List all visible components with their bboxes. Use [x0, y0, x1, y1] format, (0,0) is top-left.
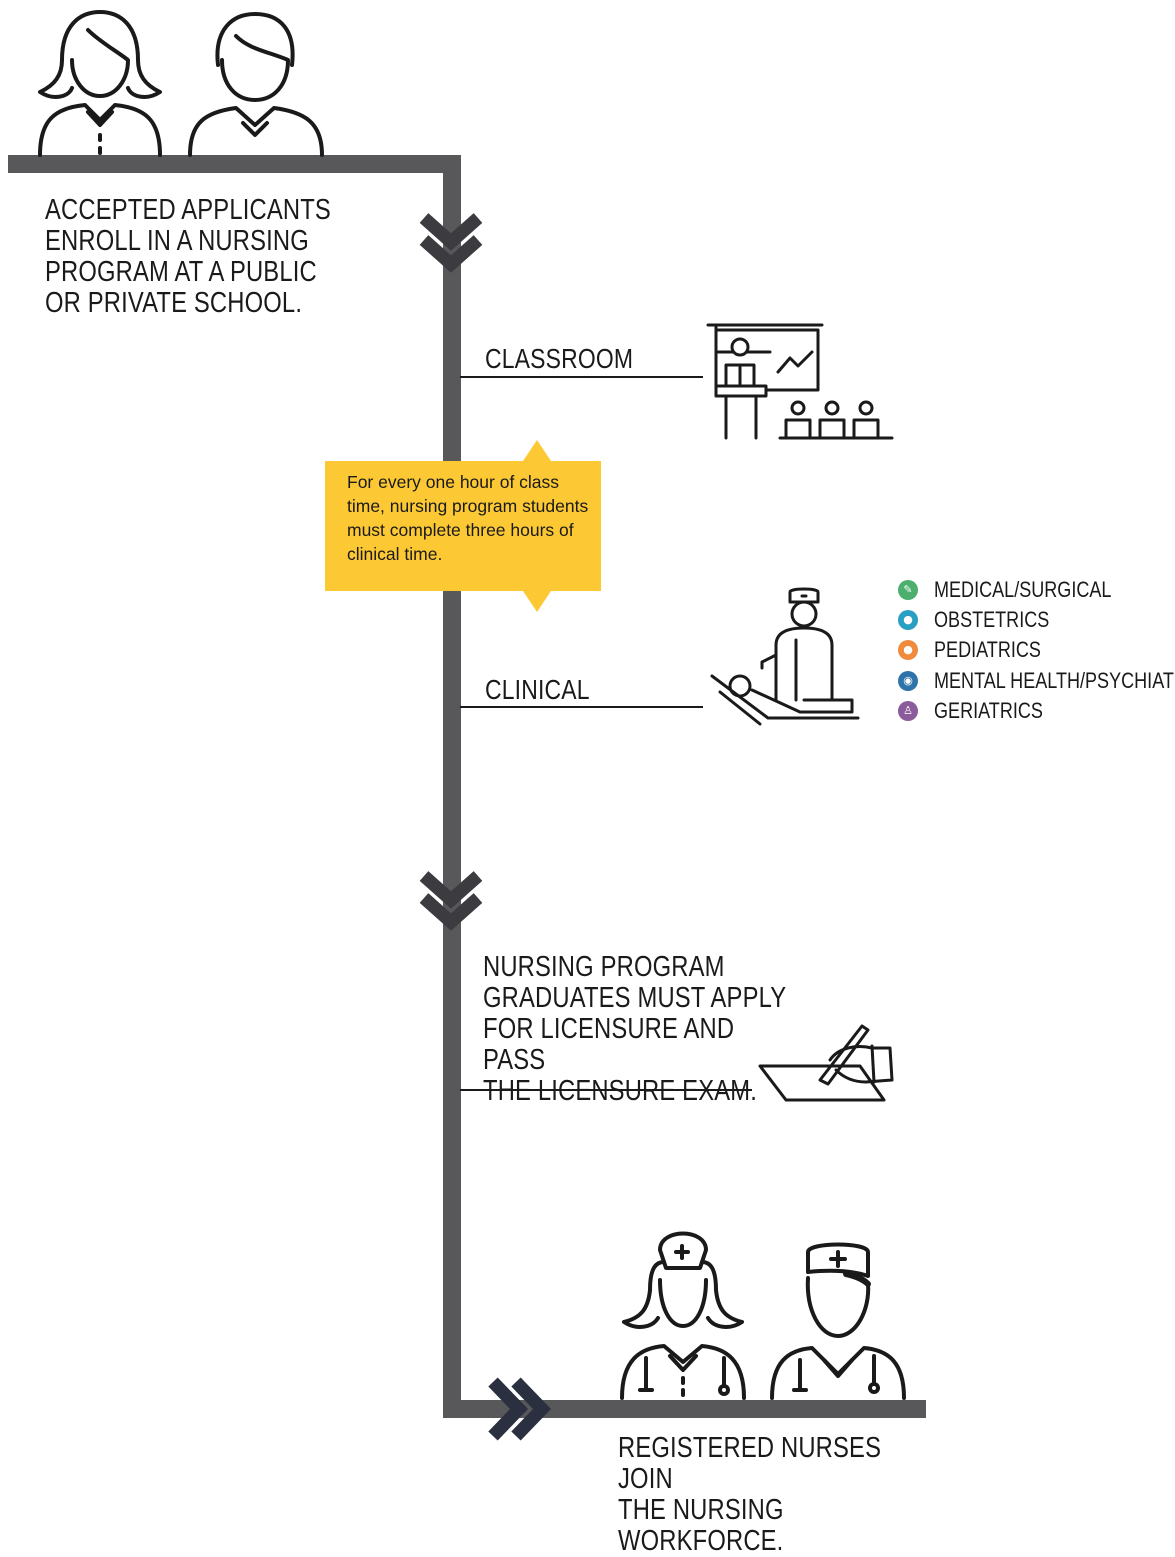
pathway-diagram: [8, 10, 926, 1441]
applicants-icon: [38, 10, 324, 157]
clinical-icon: [710, 587, 860, 726]
enroll-step-text: ACCEPTED APPLICANTS ENROLL IN A NURSING …: [45, 194, 331, 319]
ratio-callout-text: For every one hour of class time, nursin…: [347, 472, 589, 564]
head-icon: ◉: [898, 671, 918, 691]
chevron-right-icon: [488, 1377, 552, 1441]
elder-icon: ♙: [898, 701, 918, 721]
clinical-label: CLINICAL: [485, 674, 590, 705]
workforce-step-text: REGISTERED NURSES JOIN THE NURSING WORKF…: [618, 1432, 882, 1557]
feather-icon: ✎: [898, 580, 918, 600]
classroom-label: CLASSROOM: [485, 343, 634, 374]
baby-icon: ●: [898, 610, 918, 630]
writing-hand-icon: [758, 1024, 894, 1102]
chevron-down-icon: [419, 871, 483, 931]
callout-pointer-bottom: [523, 591, 551, 612]
path-line: [8, 155, 926, 1418]
chevron-down-icon: [419, 213, 483, 273]
callout-pointer-top: [523, 440, 551, 461]
nurses-icon: [620, 1231, 906, 1400]
licensure-step-text: NURSING PROGRAM GRADUATES MUST APPLY FOR…: [483, 951, 787, 1107]
classroom-icon: [706, 323, 894, 440]
ratio-callout: [325, 461, 601, 591]
child-icon: ●: [898, 640, 918, 660]
